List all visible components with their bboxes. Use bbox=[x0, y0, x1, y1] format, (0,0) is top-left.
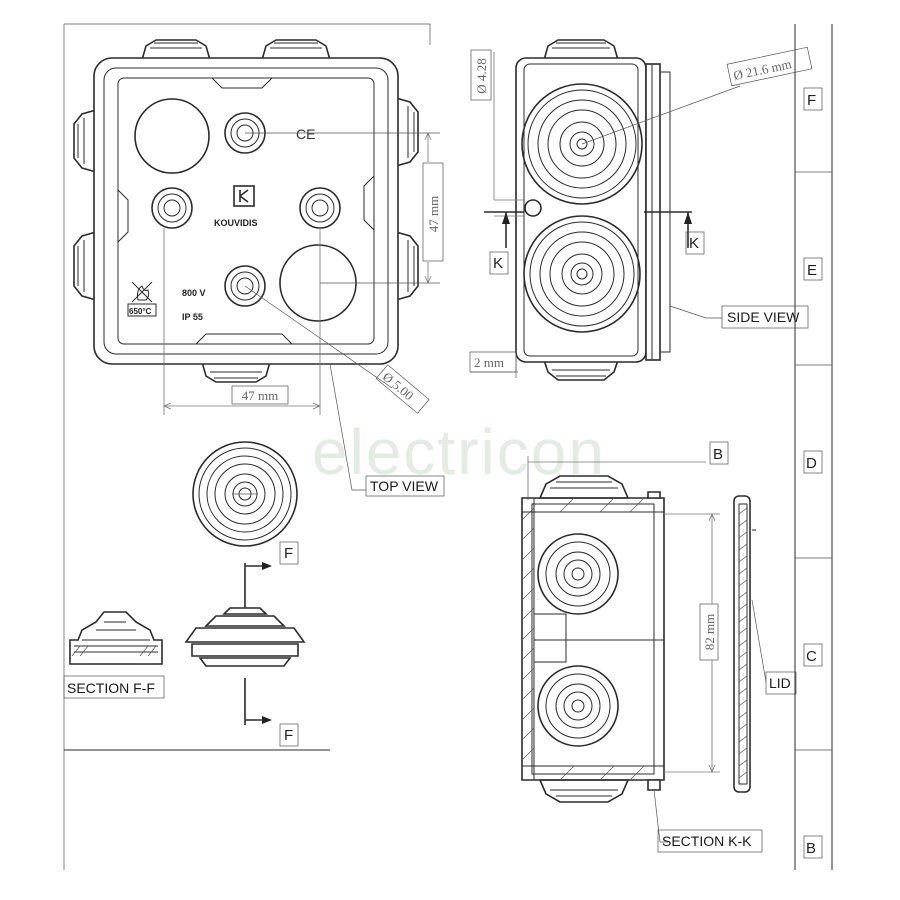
section-k-right-box bbox=[685, 231, 705, 255]
lid-label-box bbox=[765, 671, 797, 695]
ip-text: IP 55 bbox=[182, 312, 203, 322]
section-kk-leader bbox=[653, 789, 668, 843]
section-f-top-box bbox=[279, 541, 299, 565]
section-kk-drawing: B bbox=[521, 441, 729, 803]
svg-text:D: D bbox=[806, 455, 817, 472]
section-b-box bbox=[709, 441, 729, 465]
gland-side-profile bbox=[184, 607, 306, 667]
section-f-bottom-letter: F bbox=[284, 727, 293, 744]
gland-front-view bbox=[192, 441, 298, 547]
section-f-bottom-box bbox=[279, 723, 299, 747]
svg-text:F: F bbox=[807, 92, 816, 109]
side-view-label-box bbox=[721, 305, 809, 329]
brand-logo-icon bbox=[233, 185, 255, 207]
ce-mark: CE bbox=[296, 126, 315, 142]
lid-leader bbox=[751, 599, 767, 683]
section-ff-label: SECTION F-F bbox=[67, 680, 155, 696]
grid-label-e: E bbox=[803, 257, 823, 281]
dim-top-height: 47 mm bbox=[426, 196, 441, 232]
top-view-label-box bbox=[365, 475, 445, 497]
brand-text: KOUVIDIS bbox=[214, 218, 258, 228]
section-k-right-letter: K bbox=[689, 235, 699, 252]
svg-text:E: E bbox=[807, 262, 817, 279]
dim-side-gap: 2 mm bbox=[474, 355, 504, 370]
top-view-label: TOP VIEW bbox=[370, 478, 439, 494]
dim-section-height: 82 mm bbox=[702, 614, 717, 650]
lid-label: LID bbox=[769, 675, 791, 691]
svg-text:B: B bbox=[806, 840, 816, 857]
section-f-top-letter: F bbox=[284, 545, 293, 562]
dim-side-small: Ø 4.28 bbox=[474, 58, 489, 93]
watermark-text: electricon bbox=[312, 416, 606, 488]
fire-resistance-icon: 650°C bbox=[127, 281, 157, 317]
top-view: KOUVIDIS CE 800 V IP 55 650°C 47 mm 47 m… bbox=[73, 39, 444, 415]
svg-text:C: C bbox=[806, 648, 817, 665]
dim-hole-small: Ø 5.00 bbox=[375, 364, 430, 414]
voltage-text: 800 V bbox=[182, 288, 206, 298]
side-view-leader bbox=[669, 305, 722, 319]
section-b-letter: B bbox=[713, 446, 723, 463]
section-kk-label-box bbox=[657, 829, 763, 853]
grid-label-d: D bbox=[803, 450, 823, 474]
side-view-label: SIDE VIEW bbox=[727, 309, 800, 325]
side-view: Ø 4.28 Ø 21.6 mm K K 2 mm bbox=[469, 39, 813, 381]
lid-drawing bbox=[733, 495, 756, 793]
section-ff-drawing bbox=[69, 611, 163, 665]
svg-text:650°C: 650°C bbox=[129, 307, 152, 316]
dim-side-gland: Ø 21.6 mm bbox=[726, 46, 813, 87]
top-view-leader bbox=[329, 363, 366, 491]
section-k-left-letter: K bbox=[493, 255, 503, 272]
grid-label-c: C bbox=[803, 643, 823, 667]
dim-top-width: 47 mm bbox=[242, 388, 278, 403]
section-kk-label: SECTION K-K bbox=[662, 833, 752, 849]
grid-label-b: B bbox=[803, 835, 823, 859]
grid-label-f: F bbox=[803, 87, 823, 111]
section-k-left-box bbox=[489, 251, 509, 275]
section-ff-label-box bbox=[63, 675, 165, 699]
